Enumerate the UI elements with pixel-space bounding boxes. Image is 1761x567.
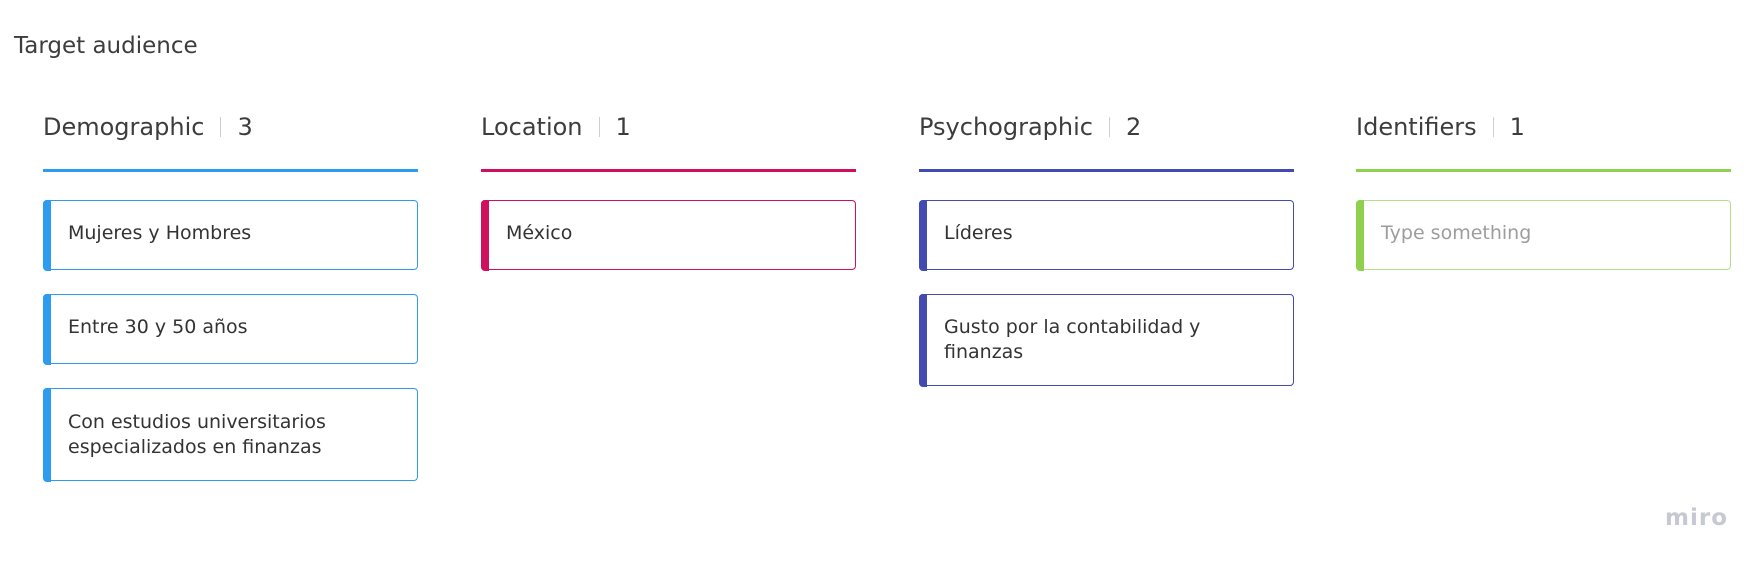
card-list: México xyxy=(480,199,856,294)
column-underline xyxy=(919,169,1294,172)
column-title: Location xyxy=(481,113,583,141)
column-header[interactable]: Demographic 3 xyxy=(43,112,253,142)
new-card-input[interactable] xyxy=(1381,222,1681,244)
column-title: Psychographic xyxy=(919,113,1093,141)
column-count: 1 xyxy=(1509,113,1525,141)
column-underline xyxy=(481,169,856,172)
card-text: Líderes xyxy=(944,222,1013,244)
card-item[interactable]: Entre 30 y 50 años xyxy=(42,293,418,365)
card-list: Líderes Gusto por la contabilidad y fina… xyxy=(918,199,1294,410)
column-header[interactable]: Identifiers 1 xyxy=(1356,112,1525,142)
card-item[interactable]: Líderes xyxy=(918,199,1294,271)
header-divider xyxy=(1492,117,1494,137)
card-text: México xyxy=(506,222,573,244)
card-text: Mujeres y Hombres xyxy=(68,222,252,244)
header-divider xyxy=(1108,117,1110,137)
board-title: Target audience xyxy=(14,33,198,59)
card-text: Con estudios universitarios especializad… xyxy=(68,411,326,458)
column-title: Demographic xyxy=(43,113,205,141)
miro-logo: miro xyxy=(1665,505,1728,531)
header-divider xyxy=(598,117,600,137)
card-list: Mujeres y Hombres Entre 30 y 50 años Con… xyxy=(42,199,418,505)
card-item[interactable]: México xyxy=(480,199,856,271)
column-header[interactable]: Psychographic 2 xyxy=(919,112,1141,142)
column-count: 1 xyxy=(615,113,631,141)
column-title: Identifiers xyxy=(1356,113,1477,141)
column-header[interactable]: Location 1 xyxy=(481,112,631,142)
card-text: Entre 30 y 50 años xyxy=(68,316,248,338)
card-item[interactable]: Gusto por la contabilidad y finanzas xyxy=(918,293,1294,387)
card-item[interactable]: Con estudios universitarios especializad… xyxy=(42,387,418,482)
card-text: Gusto por la contabilidad y finanzas xyxy=(944,316,1201,363)
column-count: 3 xyxy=(237,113,253,141)
card-item[interactable]: Mujeres y Hombres xyxy=(42,199,418,271)
column-count: 2 xyxy=(1125,113,1142,141)
new-card[interactable] xyxy=(1355,199,1731,271)
column-underline xyxy=(43,169,418,172)
header-divider xyxy=(220,117,222,137)
card-list xyxy=(1355,199,1731,294)
column-underline xyxy=(1356,169,1731,172)
